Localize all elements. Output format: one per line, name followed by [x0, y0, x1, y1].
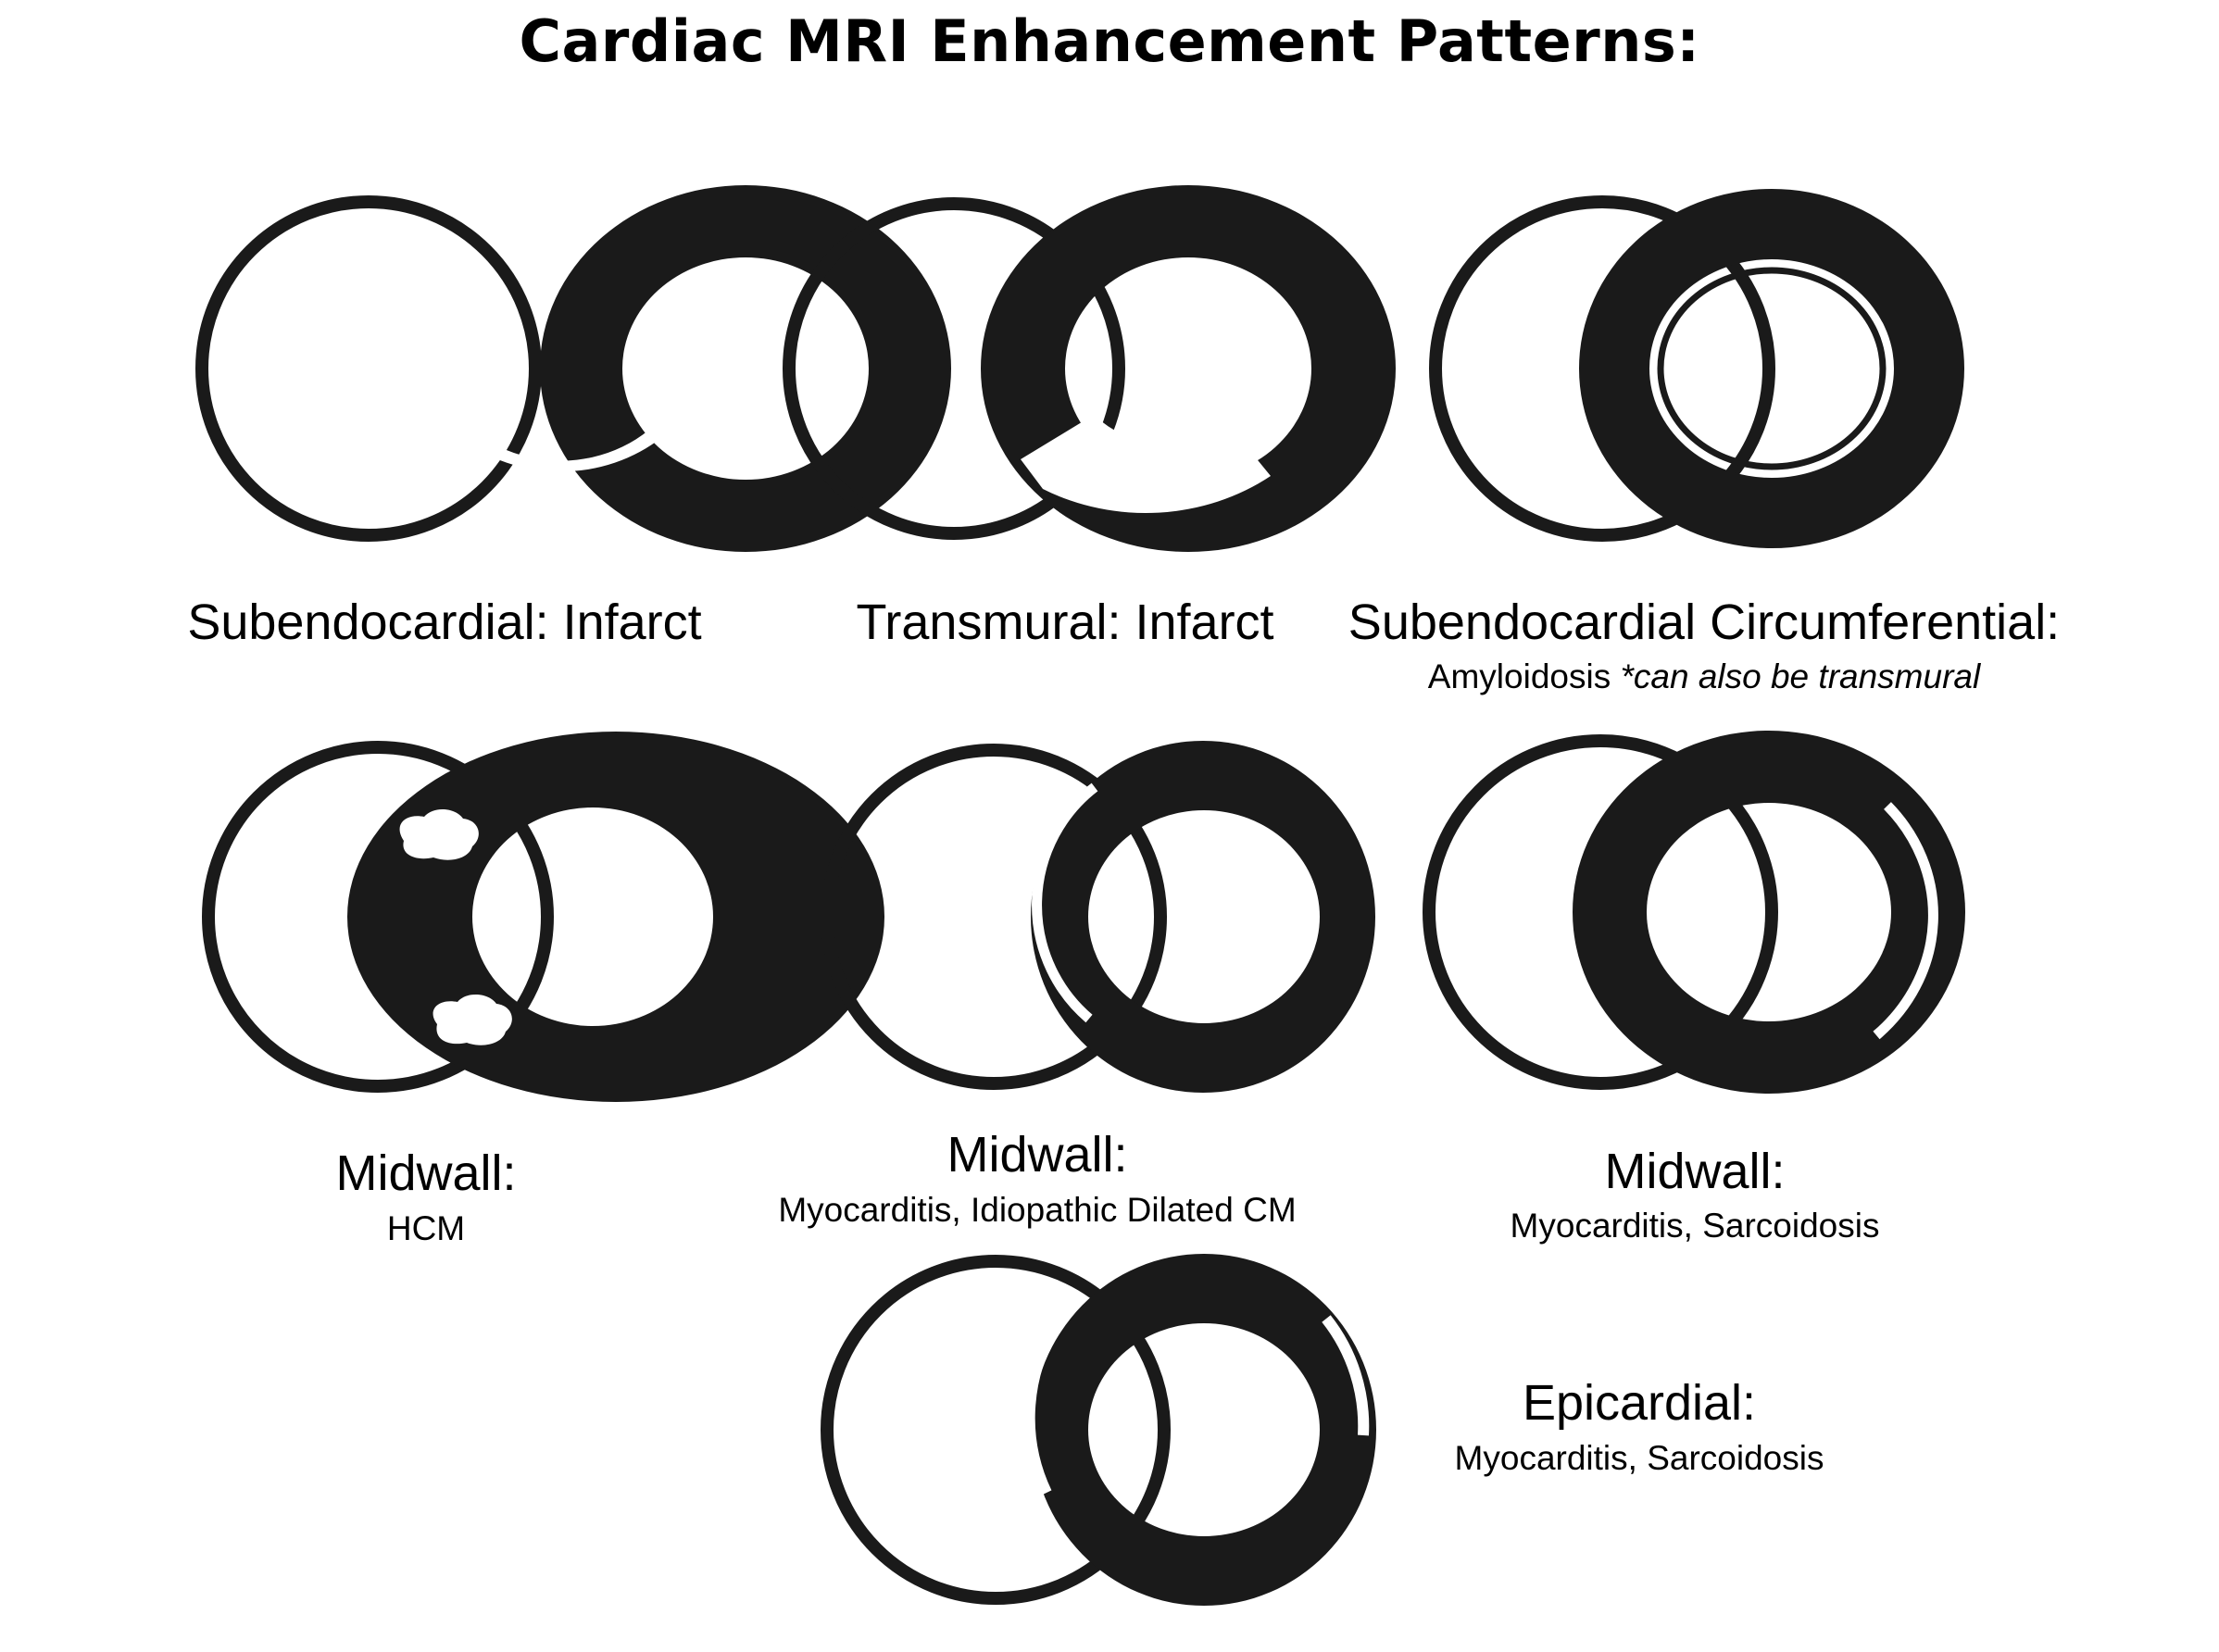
pattern-4-subtitle: HCM	[386, 1209, 466, 1247]
circumferential-enhancement-ring	[1657, 267, 1887, 470]
subendocardial-enhancement	[452, 408, 670, 472]
page-title: Cardiac MRI Enhancement Patterns:	[519, 7, 1700, 75]
hcm-patch-upper	[399, 808, 479, 860]
pattern-3-diseases: Amyloidosis	[1427, 657, 1621, 695]
pattern-1-name: Subendocardial: Infarct	[187, 594, 702, 650]
hcm-patch-lower	[433, 994, 512, 1045]
heart-transmural-infarct	[783, 185, 1396, 552]
right-ventricle	[783, 197, 1125, 540]
epicardial-enhancement-left	[1023, 1317, 1064, 1496]
heart-subendocardial-circumferential	[1429, 189, 1964, 548]
pattern-3-name: Subendocardial Circumferential:	[1348, 594, 2061, 650]
transmural-enhancement	[1021, 415, 1271, 514]
right-ventricle	[195, 195, 542, 542]
lv-myocardium	[1031, 741, 1375, 1093]
pattern-4-name: Midwall:	[335, 1145, 517, 1201]
pattern-7-subtitle: Myocarditis, Sarcoidosis	[1454, 1439, 1824, 1477]
lv-myocardium	[1579, 189, 1964, 548]
right-ventricle	[821, 1255, 1171, 1605]
heart-midwall-myocarditis-dcm	[821, 741, 1375, 1093]
pattern-5-name: Midwall:	[947, 1127, 1128, 1183]
pattern-3-note: *can also be transmural	[1620, 657, 1981, 695]
heart-midwall-myocarditis-sarcoidosis	[1423, 731, 1965, 1094]
right-ventricle	[1429, 195, 1775, 542]
lv-myocardium	[1032, 1254, 1376, 1606]
pattern-6-subtitle: Myocarditis, Sarcoidosis	[1510, 1207, 1880, 1245]
lv-myocardium	[540, 185, 951, 552]
midwall-enhancement-stripe	[1873, 802, 1938, 1040]
pattern-5-subtitle: Myocarditis, Idiopathic Dilated CM	[778, 1191, 1297, 1229]
pattern-6-name: Midwall:	[1604, 1144, 1786, 1199]
pattern-7-name: Epicardial:	[1522, 1375, 1757, 1431]
lv-myocardium	[347, 732, 884, 1102]
right-ventricle	[821, 744, 1167, 1090]
right-ventricle	[1423, 734, 1778, 1090]
epicardial-enhancement-right	[1322, 1315, 1370, 1436]
pattern-3-subtitle: Amyloidosis *can also be transmural	[1315, 659, 2093, 694]
heart-midwall-hcm	[202, 732, 884, 1102]
midwall-enhancement-stripe	[1032, 782, 1098, 1023]
heart-subendocardial-infarct	[195, 185, 951, 552]
pattern-2-name: Transmural: Infarct	[856, 594, 1274, 650]
lv-myocardium	[1573, 731, 1965, 1094]
right-ventricle	[202, 741, 554, 1093]
heart-epicardial	[821, 1254, 1376, 1606]
